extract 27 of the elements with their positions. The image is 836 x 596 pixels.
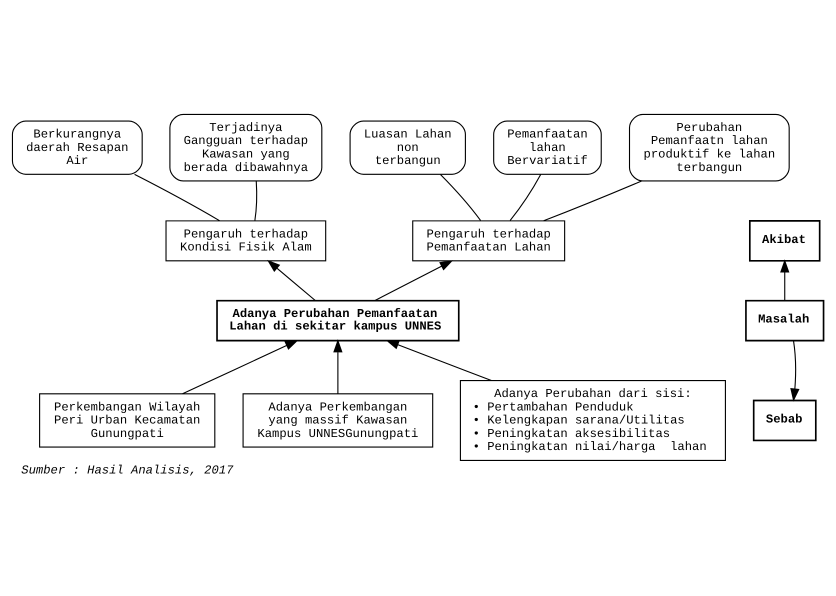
node-box: Perkembangan Wilayah Peri Urban Kecamatan Gunungpati <box>39 392 216 448</box>
arrow <box>386 340 492 381</box>
node-box: Sebab <box>752 399 817 441</box>
node-box: Pemanfaatan lahan Bervariatif <box>493 120 602 174</box>
connector <box>440 174 481 220</box>
node-box: Pengaruh terhadap Pemanfaatan Lahan <box>412 220 566 261</box>
arrow <box>267 259 316 300</box>
node-box: Adanya Perkembangan yang massif Kawasan Kampus UNNESGunungpati <box>242 392 434 448</box>
node-box: Pengaruh terhadap Kondisi Fisik Alam <box>165 220 326 261</box>
node-box: Adanya Perubahan dari sisi: • Pertambahan Penduduk • Kelengkapan sarana/Utilitas • Peningkatan aksesibilitas • Peningkatan nilai/harga lahan <box>460 380 726 460</box>
node-box: Adanya Perubahan Pemanfaatan Lahan di sekitar kampus UNNES <box>216 299 460 341</box>
node-box: Luasan Lahan non terbangun <box>350 120 466 174</box>
arrow <box>780 258 790 300</box>
arrow <box>182 340 298 394</box>
node-box: Terjadinya Gangguan terhadap Kawasan yang berada dibawahnya <box>169 113 322 182</box>
caption: Sumber : Hasil Analisis, 2017 <box>21 462 234 477</box>
connector <box>134 173 220 221</box>
arrow <box>333 338 343 394</box>
node-box: Berkurangnya daerah Resapan Air <box>12 120 143 174</box>
node-box: Akibat <box>748 220 820 262</box>
connector <box>510 174 542 220</box>
connector <box>254 180 258 220</box>
node-box: Perubahan Pemanfaatn lahan produktif ke lahan terbangun <box>628 113 790 182</box>
arrow <box>374 260 454 301</box>
node-box: Masalah <box>745 299 824 341</box>
connector <box>543 180 642 221</box>
arrow <box>790 340 800 402</box>
